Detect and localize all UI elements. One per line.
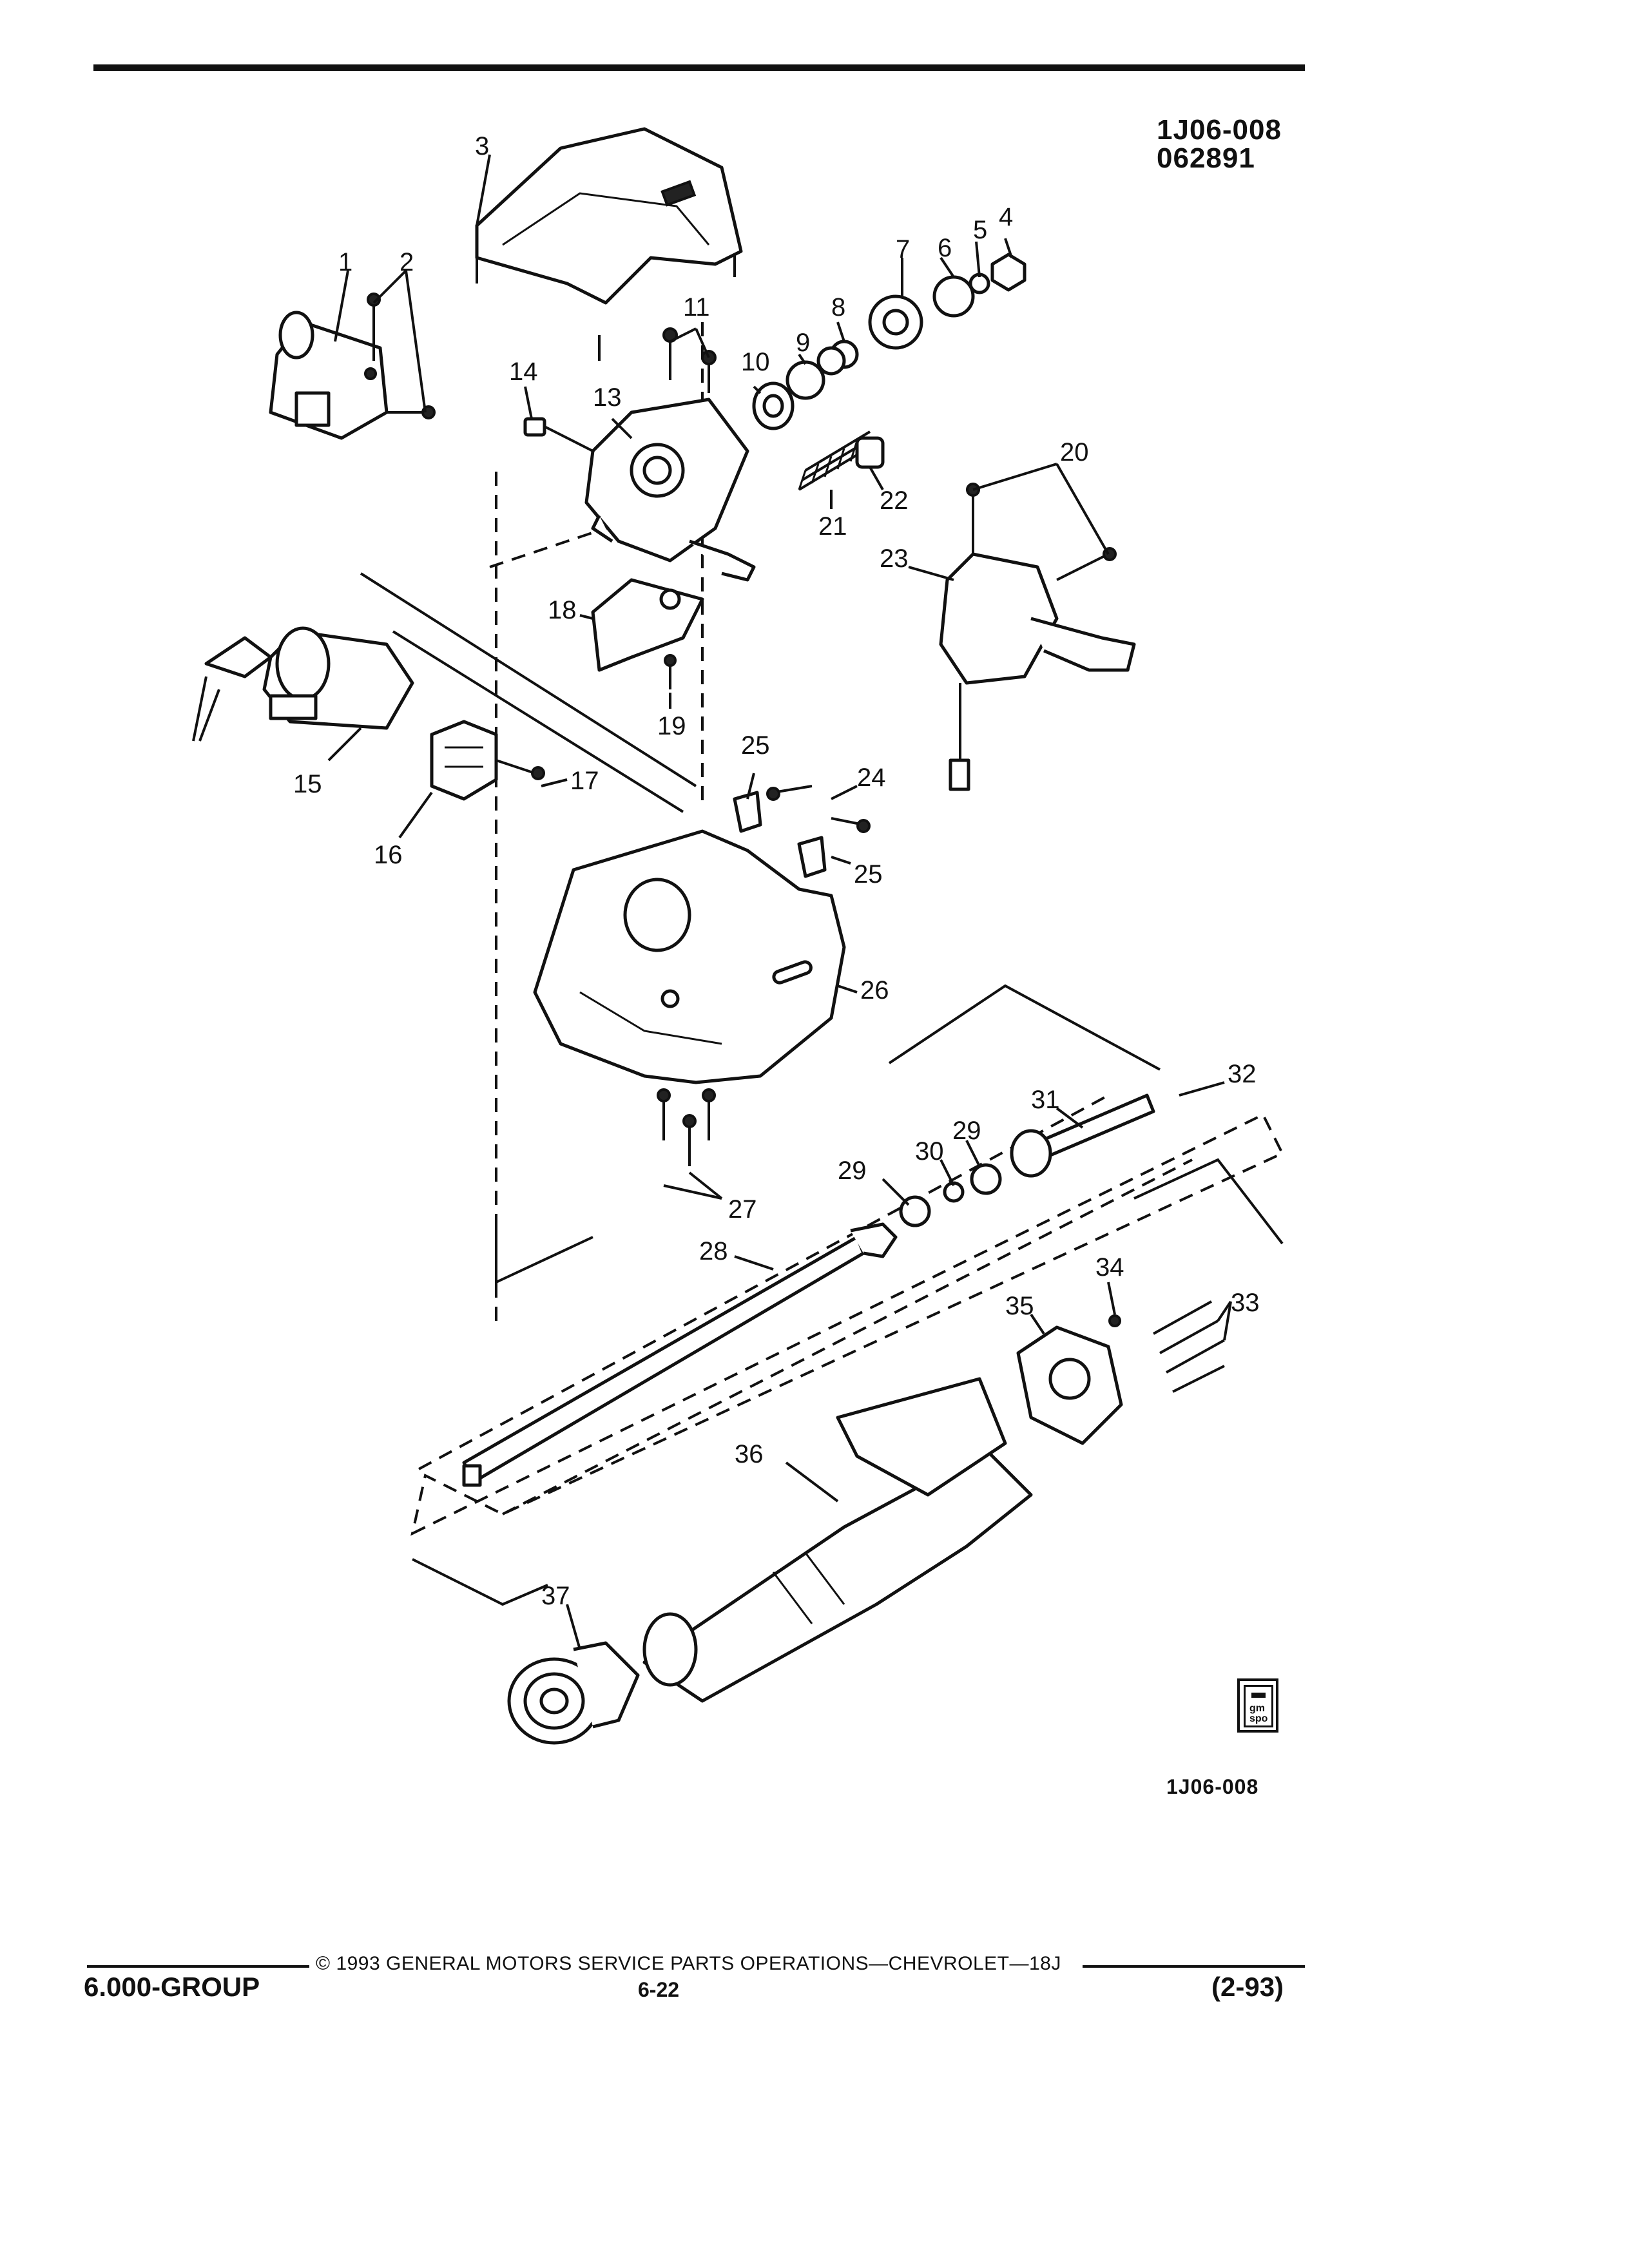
callout-34: 34 [1095, 1253, 1124, 1282]
parts-33-35-bearing [1016, 1300, 1225, 1445]
part-18-bracket [591, 578, 704, 672]
figure-code: 1J06-008 [1157, 114, 1282, 146]
callout-36: 36 [735, 1440, 764, 1468]
callout-16: 16 [374, 841, 403, 869]
parts-4-to-10-washers [752, 253, 1027, 430]
callout-8: 8 [831, 293, 845, 322]
part-16-connector [430, 720, 498, 801]
callout-2: 2 [400, 248, 414, 276]
part-17-screw [496, 759, 545, 780]
leader-lines [327, 154, 1232, 1650]
callout-31: 31 [1031, 1086, 1060, 1114]
figure-date: 062891 [1157, 142, 1255, 174]
figure-code-bottom: 1J06-008 [1166, 1775, 1259, 1798]
footer-rule-right [1083, 1965, 1305, 1968]
callout-11: 11 [683, 293, 710, 322]
callout-18: 18 [548, 596, 577, 624]
callout-30: 30 [915, 1137, 944, 1166]
footer-rule-left [87, 1965, 309, 1968]
callout-22: 22 [880, 486, 909, 515]
callout-27: 27 [728, 1195, 757, 1224]
part-11-screws [662, 327, 717, 393]
callout-4: 4 [999, 203, 1013, 231]
callout-19: 19 [657, 712, 686, 740]
callout-24: 24 [857, 764, 886, 792]
dashed-guides [410, 322, 1284, 1536]
callout-20: 20 [1060, 438, 1089, 466]
part-27-screws [657, 1088, 716, 1166]
part-37-bearing [507, 1641, 640, 1745]
top-rule [93, 64, 1305, 71]
callout-28: 28 [699, 1237, 728, 1265]
callout-7: 7 [896, 235, 910, 264]
callout-1: 1 [338, 248, 352, 276]
parts-21-22-spring [798, 430, 885, 491]
callouts: 3 1 2 5 4 6 7 8 9 10 11 13 14 20 21 22 2… [293, 132, 1260, 1610]
gm-spo-logo-text: gm spo [1249, 1703, 1268, 1724]
figure-code-header: 1J06-008 062891 [1157, 116, 1282, 173]
callout-35: 35 [1005, 1292, 1034, 1320]
callout-13: 13 [593, 383, 622, 412]
callout-21: 21 [818, 512, 847, 541]
part-3-cover [475, 127, 743, 305]
footer-group: 6.000-GROUP [84, 1972, 260, 2002]
part-13-housing [584, 398, 756, 582]
parts-29-31-joint [899, 1093, 1155, 1227]
callout-33: 33 [1231, 1289, 1260, 1317]
part-14-pin [523, 417, 593, 452]
callout-25-top: 25 [741, 731, 770, 760]
callout-3: 3 [475, 132, 489, 160]
part-1-switch [269, 311, 389, 440]
part-36-jacket [642, 1377, 1033, 1703]
parts-24-25-clips [733, 785, 871, 878]
callout-10: 10 [741, 348, 770, 376]
callout-37: 37 [541, 1582, 570, 1610]
callout-17: 17 [570, 767, 599, 795]
callout-6: 6 [938, 234, 952, 262]
callout-14: 14 [509, 358, 538, 386]
callout-15: 15 [293, 770, 322, 798]
callout-32: 32 [1228, 1060, 1257, 1088]
part-15-lock-cylinder [192, 626, 414, 742]
part-19-screw [664, 654, 677, 689]
part-28-shaft [462, 1222, 898, 1487]
gm-spo-logo: gm spo [1237, 1678, 1278, 1733]
part-20-23-switch [939, 483, 1136, 791]
callout-9: 9 [796, 329, 810, 357]
callout-26: 26 [860, 976, 889, 1004]
callout-29-left: 29 [838, 1157, 867, 1185]
footer-copyright: © 1993 GENERAL MOTORS SERVICE PARTS OPER… [316, 1953, 1061, 1974]
callout-29-right: 29 [952, 1117, 981, 1145]
part-26-lower-cover [533, 829, 846, 1084]
footer-date: (2-93) [1211, 1972, 1284, 2002]
callout-25-side: 25 [854, 860, 883, 889]
callout-23: 23 [880, 544, 909, 573]
footer-page-number: 6-22 [638, 1978, 680, 2001]
callout-5: 5 [973, 216, 987, 244]
